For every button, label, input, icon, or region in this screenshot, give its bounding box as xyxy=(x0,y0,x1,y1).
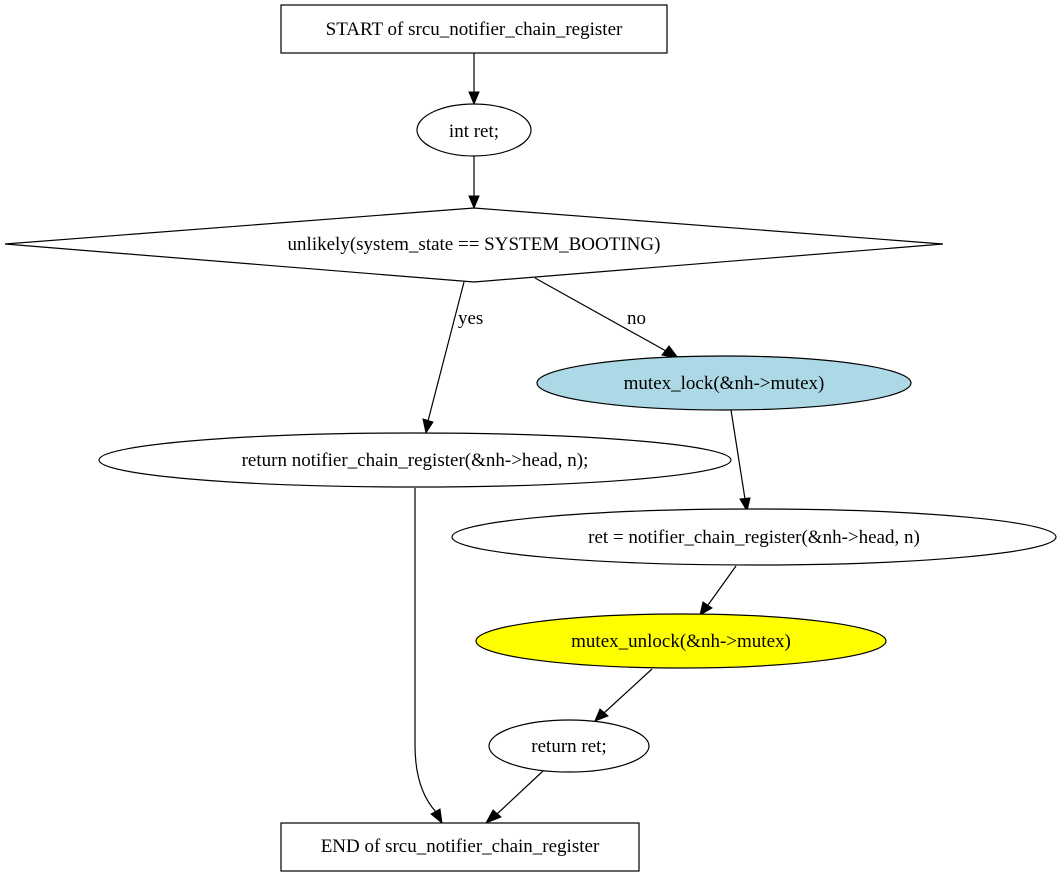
edge-ret-assign-to-mutex-unlock xyxy=(707,565,737,606)
mutex-unlock-label: mutex_unlock(&nh->mutex) xyxy=(571,631,791,652)
node-condition[interactable]: unlikely(system_state == SYSTEM_BOOTING) xyxy=(4,207,944,283)
mutex-unlock-ellipse xyxy=(475,613,887,669)
edge-return-register-to-end xyxy=(414,488,437,813)
node-int-ret[interactable]: int ret; xyxy=(416,103,532,157)
condition-diamond xyxy=(4,207,944,283)
return-ret-label: return ret; xyxy=(531,736,606,757)
condition-label: unlikely(system_state == SYSTEM_BOOTING) xyxy=(288,234,661,255)
arrowhead-end-right xyxy=(484,809,502,824)
edge-cond-yes xyxy=(427,281,465,422)
end-label: END of srcu_notifier_chain_register xyxy=(321,836,600,857)
node-start[interactable]: START of srcu_notifier_chain_register xyxy=(280,4,668,54)
node-return-register[interactable]: return notifier_chain_register(&nh->head… xyxy=(98,432,732,488)
arrowhead-return-ret xyxy=(594,708,609,722)
arrowhead-int-ret xyxy=(468,91,480,106)
arrowhead-return-register xyxy=(422,418,434,435)
mutex-lock-ellipse xyxy=(536,355,912,411)
arrowhead-ret-assign xyxy=(739,497,751,513)
return-ret-ellipse xyxy=(488,719,650,773)
return-register-ellipse xyxy=(98,432,732,488)
arrowhead-cond xyxy=(468,195,480,210)
int-ret-label: int ret; xyxy=(449,121,499,142)
edge-label-no: no xyxy=(627,308,646,329)
end-box xyxy=(280,822,640,872)
return-register-label: return notifier_chain_register(&nh->head… xyxy=(242,450,589,471)
arrowhead-mutex-unlock xyxy=(699,601,713,617)
int-ret-ellipse xyxy=(416,103,532,157)
mutex-lock-label: mutex_lock(&nh->mutex) xyxy=(624,373,825,394)
node-ret-assign[interactable]: ret = notifier_chain_register(&nh->head,… xyxy=(451,508,1057,566)
edges xyxy=(414,53,751,825)
ret-assign-ellipse xyxy=(451,508,1057,566)
edge-label-yes: yes xyxy=(458,308,483,329)
node-mutex-unlock[interactable]: mutex_unlock(&nh->mutex) xyxy=(475,613,887,669)
edge-mutex-lock-to-ret-assign xyxy=(730,409,746,500)
edge-cond-no xyxy=(534,277,667,352)
ret-assign-label: ret = notifier_chain_register(&nh->head,… xyxy=(588,527,920,548)
node-mutex-lock[interactable]: mutex_lock(&nh->mutex) xyxy=(536,355,912,411)
arrowhead-mutex-lock xyxy=(661,345,680,359)
node-return-ret[interactable]: return ret; xyxy=(488,719,650,773)
edge-return-ret-to-end xyxy=(496,770,544,815)
edge-mutex-unlock-to-return-ret xyxy=(603,668,653,714)
node-end[interactable]: END of srcu_notifier_chain_register xyxy=(280,822,640,872)
start-label: START of srcu_notifier_chain_register xyxy=(326,19,623,40)
start-box xyxy=(280,4,668,54)
arrowhead-end-left xyxy=(430,808,443,825)
